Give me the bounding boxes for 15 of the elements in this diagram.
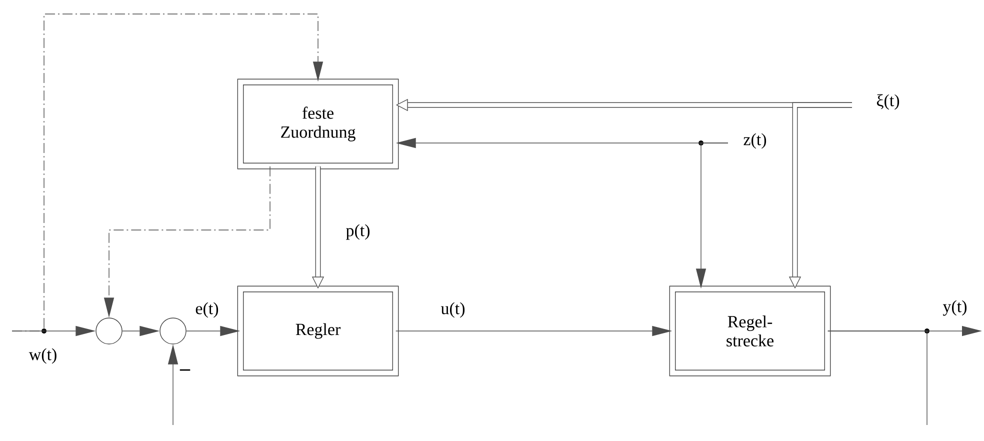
signal-label: y(t) xyxy=(942,299,968,317)
signal-label: w(t) xyxy=(28,347,58,365)
summing-junction xyxy=(160,318,186,344)
signal-label: ξ(t) xyxy=(875,93,901,111)
block-box: Regel- strecke xyxy=(669,286,831,376)
summing-junction xyxy=(96,318,122,344)
signal-label: z(t) xyxy=(742,132,768,150)
signal-label: p(t) xyxy=(344,223,372,241)
signal-label: e(t) xyxy=(194,301,220,319)
block-box: feste Zuordnung xyxy=(237,78,399,170)
block-box: Regler xyxy=(237,286,399,376)
signal-label: u(t) xyxy=(440,301,466,319)
signal-line xyxy=(828,330,928,426)
signal-arrow xyxy=(12,14,324,332)
minus-sign: – xyxy=(180,369,190,371)
